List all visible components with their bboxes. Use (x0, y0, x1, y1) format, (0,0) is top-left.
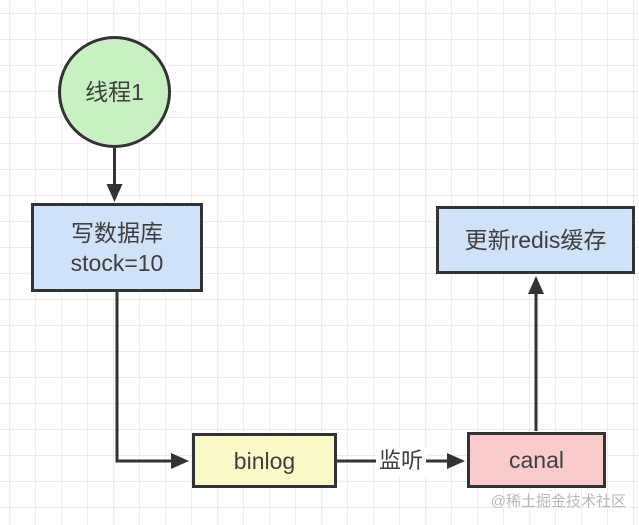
listen-edge-label: 监听 (376, 447, 427, 475)
arrow-canal-to-update-redis (528, 276, 544, 431)
write-db-node: 写数据库 stock=10 (31, 203, 203, 292)
thread1-node: 线程1 (58, 36, 171, 148)
write-db-label-line2: stock=10 (70, 249, 164, 276)
update-redis-label: 更新redis缓存 (464, 227, 607, 253)
binlog-label: binlog (233, 447, 296, 474)
thread1-label: 线程1 (85, 79, 144, 105)
arrow-thread1-to-write-db (106, 148, 123, 202)
update-redis-node: 更新redis缓存 (436, 206, 635, 274)
watermark-text: @稀土掘金技术社区 (490, 493, 626, 510)
canal-label: canal (509, 447, 564, 473)
canal-node: canal (467, 432, 606, 488)
arrow-write-db-to-binlog (115, 292, 189, 469)
write-db-label-line1: 写数据库 (71, 219, 163, 246)
binlog-node: binlog (192, 433, 337, 488)
